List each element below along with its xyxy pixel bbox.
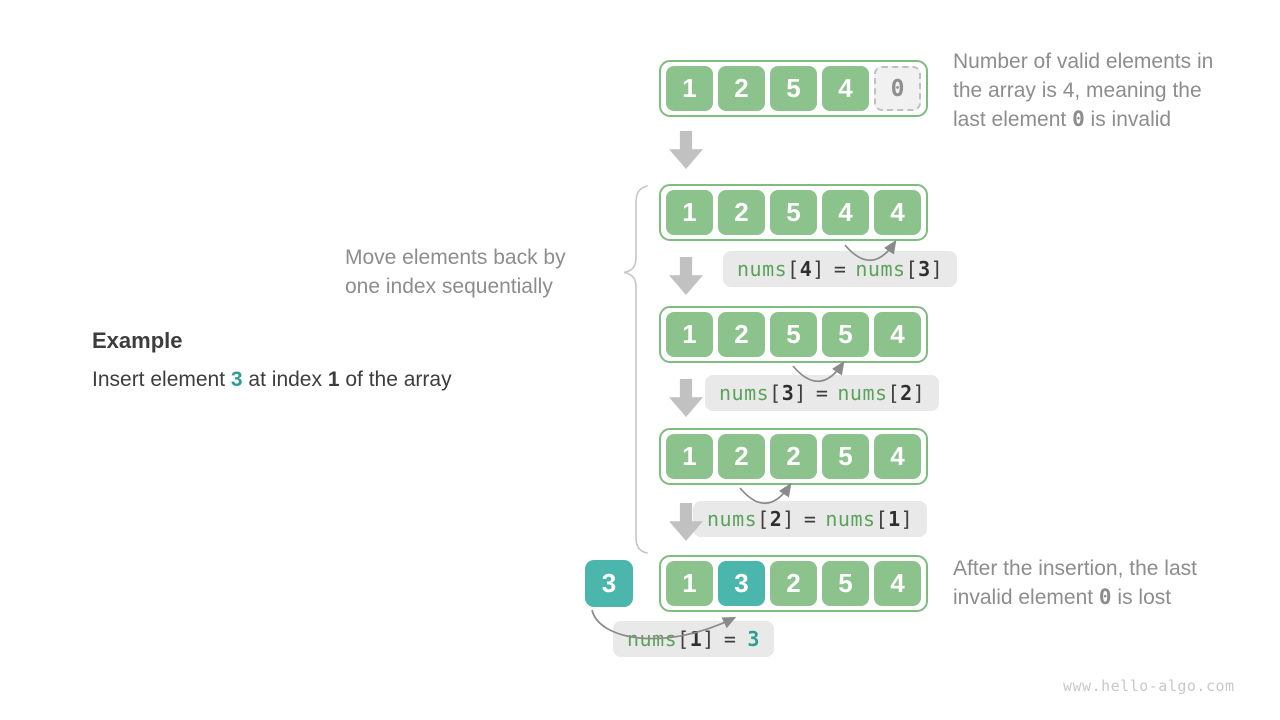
note-line: Move elements back by bbox=[345, 246, 566, 269]
array-row-step1: 1 2 5 4 4 bbox=[659, 184, 928, 241]
array-cell: 5 bbox=[770, 312, 817, 357]
array-cell-inserted: 3 bbox=[718, 561, 765, 606]
array-cell: 1 bbox=[666, 66, 713, 111]
code-label-nums3: nums[3]=nums[2] bbox=[705, 375, 940, 411]
array-cell: 2 bbox=[718, 66, 765, 111]
array-cell: 4 bbox=[874, 434, 921, 479]
array-cell: 4 bbox=[874, 190, 921, 235]
note-after-insertion: After the insertion, the last invalid el… bbox=[953, 554, 1197, 612]
array-row-step3: 1 2 2 5 4 bbox=[659, 428, 928, 485]
array-cell: 5 bbox=[822, 434, 869, 479]
down-arrow-icon bbox=[669, 379, 703, 417]
code-label-nums2: nums[2]=nums[1] bbox=[693, 501, 928, 537]
note-valid-elements: Number of valid elements in the array is… bbox=[953, 47, 1213, 134]
insert-index-text: 1 bbox=[327, 368, 340, 391]
array-cell: 4 bbox=[874, 312, 921, 357]
note-line: invalid element 0 is lost bbox=[953, 585, 1172, 609]
array-cell: 1 bbox=[666, 561, 713, 606]
note-line: After the insertion, the last bbox=[953, 557, 1197, 580]
example-description: Insert element 3 at index 1 of the array bbox=[92, 368, 452, 391]
brace bbox=[623, 185, 648, 554]
array-cell: 1 bbox=[666, 190, 713, 235]
note-line: Number of valid elements in bbox=[953, 50, 1214, 73]
note-move-elements: Move elements back by one index sequenti… bbox=[345, 243, 566, 301]
array-cell: 1 bbox=[666, 434, 713, 479]
down-arrow-icon bbox=[669, 257, 703, 295]
insert-value-text: 3 bbox=[230, 368, 243, 391]
array-cell-invalid: 0 bbox=[874, 66, 921, 111]
array-cell: 2 bbox=[718, 434, 765, 479]
note-line: last element 0 is invalid bbox=[953, 107, 1172, 131]
invalid-zero-glyph: 0 bbox=[1098, 585, 1112, 609]
array-cell: 2 bbox=[770, 434, 817, 479]
note-line: the array is 4, meaning the bbox=[953, 79, 1202, 102]
array-cell: 2 bbox=[718, 190, 765, 235]
down-arrow-icon bbox=[669, 131, 703, 169]
array-row-step2: 1 2 5 5 4 bbox=[659, 306, 928, 363]
watermark: www.hello-algo.com bbox=[1063, 677, 1235, 695]
array-cell: 5 bbox=[770, 66, 817, 111]
array-cell: 4 bbox=[874, 561, 921, 606]
array-cell: 5 bbox=[770, 190, 817, 235]
invalid-zero-glyph: 0 bbox=[1072, 107, 1085, 131]
array-cell: 2 bbox=[770, 561, 817, 606]
array-cell: 4 bbox=[822, 190, 869, 235]
array-cell: 5 bbox=[822, 312, 869, 357]
note-line: one index sequentially bbox=[345, 275, 553, 298]
code-label-nums1: nums[1]=3 bbox=[613, 621, 774, 657]
array-cell: 4 bbox=[822, 66, 869, 111]
array-row-initial: 1 2 5 4 0 bbox=[659, 60, 928, 117]
code-label-nums4: nums[4]=nums[3] bbox=[723, 251, 958, 287]
array-cell: 5 bbox=[822, 561, 869, 606]
array-row-final: 1 3 2 5 4 bbox=[659, 555, 928, 612]
array-cell: 2 bbox=[718, 312, 765, 357]
example-title: Example bbox=[92, 328, 183, 353]
array-cell: 1 bbox=[666, 312, 713, 357]
insert-element-cell: 3 bbox=[585, 560, 633, 607]
